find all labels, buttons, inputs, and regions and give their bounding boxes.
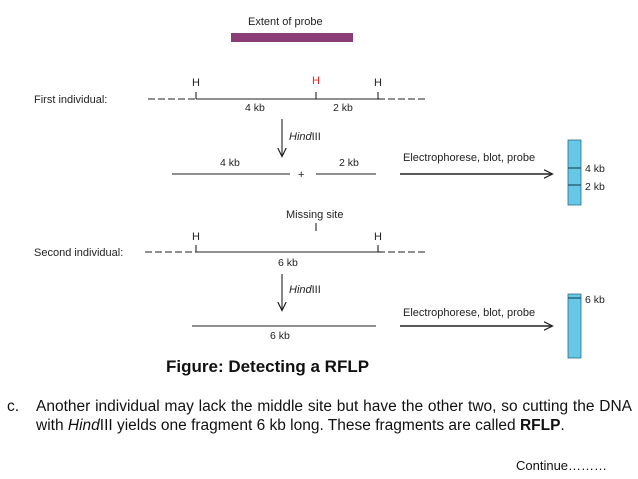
paragraph-text-1: Another individual may lack the middle s… <box>36 398 632 434</box>
paragraph-text-2: III yields one fragment 6 kb long. These… <box>99 417 520 434</box>
paragraph-end: . <box>560 417 565 434</box>
plus-sign: + <box>298 169 304 181</box>
continue-label: Continue……… <box>516 458 608 473</box>
enzyme-label-1: HindIII <box>289 131 321 143</box>
first-site-left-h: H <box>192 77 200 89</box>
rflp-diagram: Extent of probe First individual: H H H … <box>34 16 605 359</box>
product-6kb-label: 6 kb <box>270 330 290 342</box>
gel-1-band-4kb-label: 4 kb <box>585 163 605 175</box>
paragraph-rflp-term: RFLP <box>519 417 561 434</box>
missing-site-label: Missing site <box>286 209 343 221</box>
list-marker: c. <box>7 398 20 415</box>
first-frag-2kb-label: 2 kb <box>333 102 353 114</box>
first-frag-4kb-label: 4 kb <box>245 102 265 114</box>
probe-label: Extent of probe <box>248 16 323 28</box>
first-site-right-h: H <box>374 77 382 89</box>
procedure-label-1: Electrophorese, blot, probe <box>403 152 535 164</box>
gel-lane-1 <box>567 139 582 206</box>
paragraph-body: Another individual may lack the middle s… <box>36 397 632 435</box>
second-site-left-h: H <box>192 231 200 243</box>
gel-lane-2 <box>567 293 582 359</box>
product-4kb-label: 4 kb <box>220 157 240 169</box>
paragraph-enzyme-italic: Hind <box>67 417 100 434</box>
second-frag-6kb-label: 6 kb <box>278 257 298 269</box>
second-site-right-h: H <box>374 231 382 243</box>
procedure-label-2: Electrophorese, blot, probe <box>403 307 535 319</box>
figure-caption: Figure: Detecting a RFLP <box>166 357 370 376</box>
enzyme-label-2: HindIII <box>289 284 321 296</box>
gel-1-band-2kb-label: 2 kb <box>585 181 605 193</box>
gel-2-band-6kb-label: 6 kb <box>585 294 605 306</box>
probe-bar <box>231 33 353 42</box>
second-individual-label: Second individual: <box>34 247 123 259</box>
first-site-middle-h: H <box>312 75 320 87</box>
first-individual-label: First individual: <box>34 94 107 106</box>
product-2kb-label: 2 kb <box>339 157 359 169</box>
explanation-paragraph: c. Another individual may lack the middl… <box>7 397 632 435</box>
